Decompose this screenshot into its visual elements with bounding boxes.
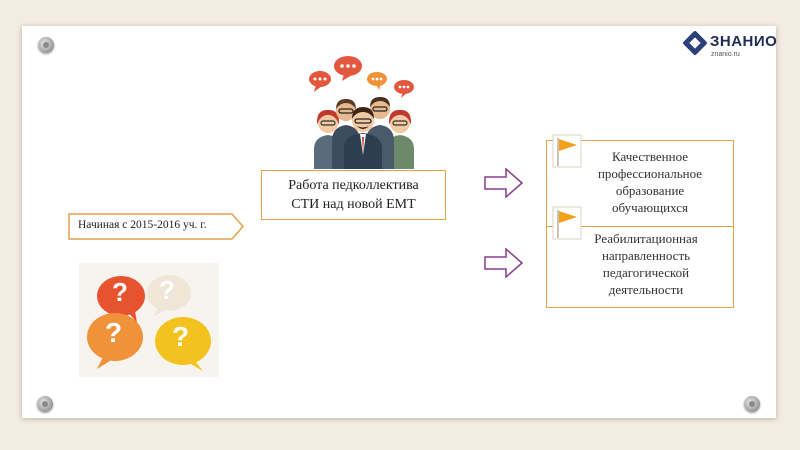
pin-top-left: [38, 37, 54, 53]
question-bubbles-image: ? ? ? ?: [79, 263, 219, 377]
logo-name: ЗНАНИО: [710, 33, 778, 50]
speech-bubble-icon: [309, 56, 414, 98]
center-topic-box: Работа педколлектива СТИ над новой ЕМТ: [261, 170, 446, 220]
question-mark-icon: ?: [159, 275, 175, 305]
card-line: образование: [615, 183, 685, 198]
question-mark-icon: ?: [112, 277, 128, 307]
start-year-label: Начиная с 2015-2016 уч. г.: [68, 213, 244, 240]
pin-bottom-left: [37, 396, 53, 412]
team-discussion-image: [300, 45, 426, 169]
center-topic-line-1: Работа педколлектива: [288, 178, 419, 193]
card-line: Реабилитационная: [594, 231, 698, 246]
card-line: Качественное: [611, 149, 688, 164]
znanio-logo[interactable]: ЗНАНИО znanio.ru: [680, 30, 780, 62]
card-line: педагогической: [602, 265, 690, 280]
card-line: деятельности: [608, 282, 684, 297]
start-year-text: Начиная с 2015-2016 уч. г.: [78, 219, 207, 231]
outcome-card-rehabilitation: Реабилитационная направленность педагоги…: [546, 226, 734, 308]
flag-icon: [552, 134, 582, 168]
logo-diamond-icon: [682, 30, 708, 56]
question-mark-icon: ?: [172, 321, 190, 352]
center-topic-line-2: СТИ над новой ЕМТ: [291, 197, 416, 212]
card-line: направленность: [601, 248, 691, 263]
card-line: обучающихся: [612, 200, 688, 215]
right-arrow-icon: [484, 248, 524, 278]
card-line: профессиональное: [597, 166, 703, 181]
right-arrow-icon: [484, 168, 524, 198]
flag-icon: [552, 206, 582, 240]
pin-bottom-right: [744, 396, 760, 412]
question-mark-icon: ?: [105, 317, 123, 348]
logo-site: znanio.ru: [711, 51, 740, 58]
